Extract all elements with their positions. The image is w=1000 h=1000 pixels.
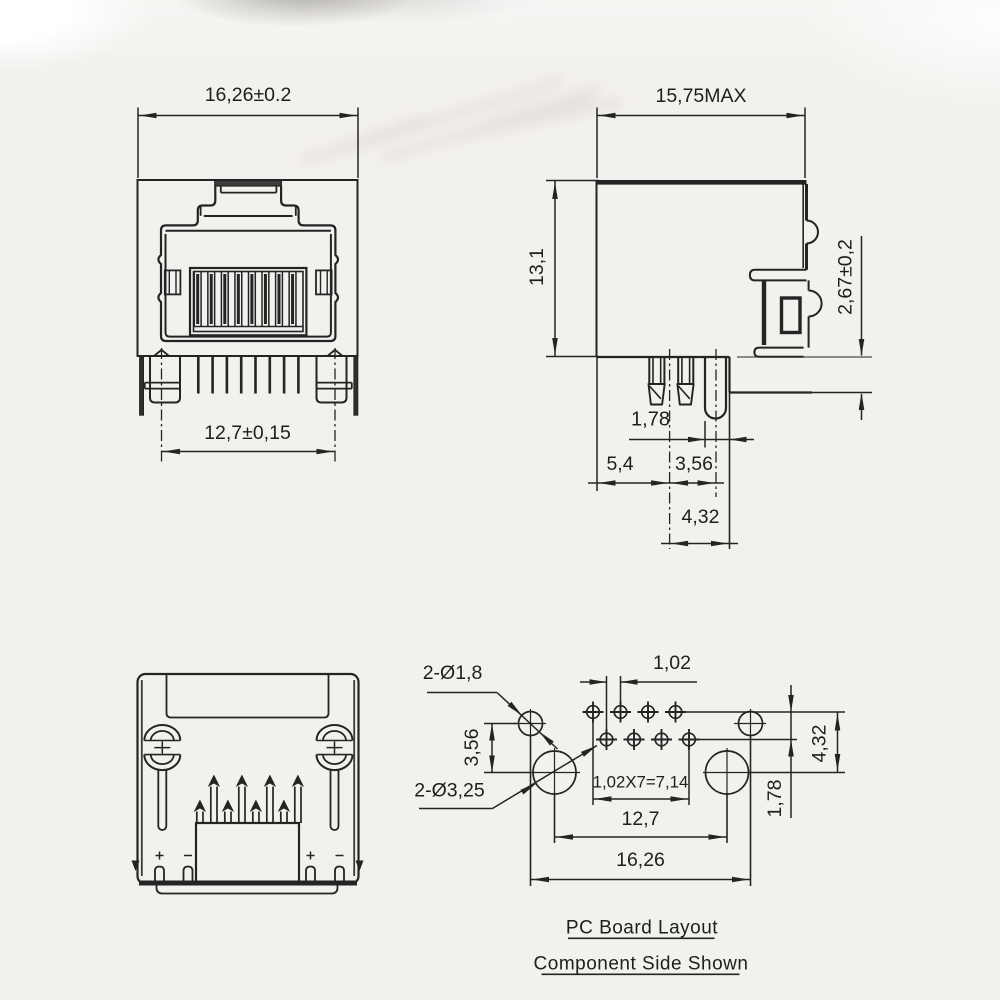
svg-text:3,56: 3,56 bbox=[461, 729, 483, 767]
svg-text:2-Ø1,8: 2-Ø1,8 bbox=[423, 662, 483, 684]
svg-text:15,75MAX: 15,75MAX bbox=[655, 85, 746, 107]
svg-text:4,32: 4,32 bbox=[682, 506, 720, 528]
svg-text:PC Board Layout: PC Board Layout bbox=[566, 918, 718, 939]
svg-text:1,78: 1,78 bbox=[764, 780, 786, 818]
svg-text:12,7: 12,7 bbox=[622, 808, 660, 830]
svg-text:16,26: 16,26 bbox=[616, 849, 665, 871]
svg-text:16,26±0.2: 16,26±0.2 bbox=[205, 84, 292, 106]
svg-text:13,1: 13,1 bbox=[526, 248, 548, 286]
svg-text:12,7±0,15: 12,7±0,15 bbox=[204, 422, 291, 444]
svg-text:5,4: 5,4 bbox=[606, 453, 633, 475]
svg-text:1,78: 1,78 bbox=[631, 409, 670, 431]
svg-text:1,02X7=7,14: 1,02X7=7,14 bbox=[593, 773, 689, 792]
svg-text:2,67±0,2: 2,67±0,2 bbox=[835, 239, 857, 315]
svg-text:1,02: 1,02 bbox=[653, 652, 691, 674]
svg-text:2-Ø3,25: 2-Ø3,25 bbox=[414, 780, 485, 802]
svg-text:4,32: 4,32 bbox=[809, 725, 831, 763]
svg-text:3,56: 3,56 bbox=[675, 453, 713, 475]
svg-text:Component Side Shown: Component Side Shown bbox=[534, 954, 749, 975]
